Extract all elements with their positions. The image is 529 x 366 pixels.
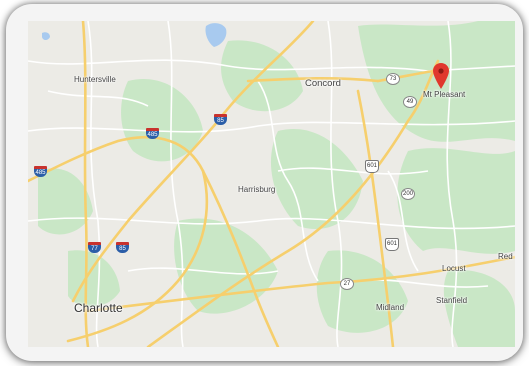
highways <box>28 21 515 347</box>
place-label-midland: Midland <box>376 303 405 312</box>
route-shield-i85-south: 85 <box>116 242 129 253</box>
route-shield-nc49: 49 <box>403 96 417 108</box>
map-graphics <box>28 21 515 347</box>
minor-roads <box>28 21 515 347</box>
place-label-harrisburg: Harrisburg <box>238 185 276 194</box>
route-shield-nc27: 27 <box>340 278 354 290</box>
place-label-locust: Locust <box>442 264 466 273</box>
place-label-red-cross: Red C <box>498 252 515 261</box>
place-label-mt-pleasant: Mt Pleasant <box>423 90 466 99</box>
map-pin-icon[interactable] <box>433 63 449 89</box>
map-card: Huntersville Concord Mt Pleasant Harrisb… <box>6 4 523 361</box>
place-label-charlotte: Charlotte <box>74 301 123 315</box>
route-shield-i77: 77 <box>88 242 101 253</box>
route-shield-i85-north: 85 <box>214 114 227 125</box>
route-shield-nc73: 73 <box>386 73 400 85</box>
route-shield-i485-a: 485 <box>146 128 159 139</box>
route-shield-us601-a: 601 <box>365 160 379 173</box>
route-shield-i485-b: 485 <box>34 166 47 177</box>
place-label-stanfield: Stanfield <box>436 296 468 305</box>
route-shield-us601-b: 601 <box>385 238 399 251</box>
water-bodies <box>42 23 227 47</box>
route-shield-nc200: 200 <box>401 188 415 200</box>
place-label-concord: Concord <box>305 78 341 89</box>
place-label-huntersville: Huntersville <box>74 75 116 84</box>
map-canvas[interactable]: Huntersville Concord Mt Pleasant Harrisb… <box>28 21 515 347</box>
